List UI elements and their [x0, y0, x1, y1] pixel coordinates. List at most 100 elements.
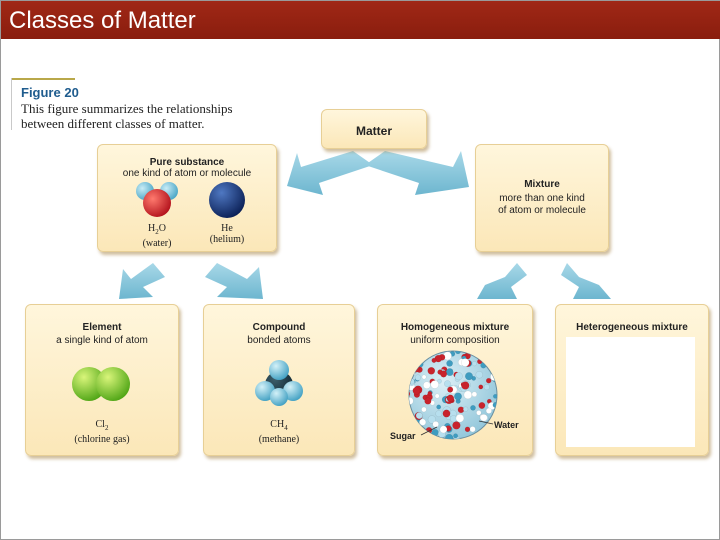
- solution-particle: [430, 380, 439, 389]
- solution-particle: [483, 384, 490, 391]
- solution-particle: [409, 369, 411, 375]
- solution-particle: [427, 415, 437, 424]
- solution-particle: [435, 410, 443, 418]
- solution-particle: [491, 351, 497, 353]
- solution-particle: [455, 413, 465, 423]
- solution-particles-icon: [408, 350, 498, 440]
- figure-divider: [11, 78, 12, 130]
- solution-particle: [465, 351, 470, 352]
- heterogeneous-blank-area: [566, 337, 695, 447]
- homogeneous-title: Homogeneous mixture: [400, 322, 510, 333]
- solution-particle: [442, 409, 451, 418]
- solution-particle: [461, 381, 470, 390]
- solution-particle: [463, 390, 473, 400]
- solution-particle: [409, 390, 411, 397]
- solution-particle: [415, 351, 424, 354]
- solution-particle: [493, 394, 497, 399]
- solution-particle: [418, 351, 427, 354]
- solution-particle: [470, 405, 476, 411]
- solution-particle: [409, 369, 416, 376]
- solution-particle: [436, 404, 442, 410]
- solution-particle: [440, 370, 448, 378]
- solution-particle: [461, 358, 470, 367]
- solution-particle: [465, 372, 474, 381]
- solution-particle: [424, 397, 432, 405]
- heterogeneous-title: Heterogeneous mixture: [576, 322, 688, 333]
- title-bar: Classes of Matter: [1, 1, 720, 39]
- solution-particle: [444, 380, 451, 388]
- solution-particle: [414, 374, 422, 381]
- helium-name: (helium): [209, 234, 245, 245]
- homogeneous-subtitle: uniform composition: [410, 335, 500, 346]
- node-mixture: Mixture more than one kind of atom or mo…: [475, 144, 609, 252]
- solution-particle: [409, 359, 413, 368]
- arrow-to-compound: [205, 263, 263, 299]
- solution-particle: [465, 351, 472, 352]
- water-molecule-icon: [136, 182, 178, 217]
- solution-particle: [462, 406, 469, 412]
- solution-particle: [432, 420, 439, 428]
- water-callout: Water: [494, 420, 519, 430]
- arrow-to-mixture: [365, 151, 469, 195]
- chlorine-name: (chlorine gas): [74, 434, 130, 445]
- helium-atom-icon: [209, 182, 245, 218]
- methane-molecule-icon: [255, 360, 303, 406]
- solution-particle: [471, 391, 478, 397]
- compound-title: Compound: [252, 322, 306, 333]
- element-subtitle: a single kind of atom: [56, 335, 148, 346]
- pure-substance-title: Pure substance: [149, 157, 225, 168]
- solution-particle: [421, 374, 427, 380]
- solution-particle: [480, 362, 487, 369]
- helium-label: He (helium): [209, 223, 245, 245]
- figure-caption: This figure summarizes the relationships…: [21, 101, 233, 131]
- node-matter: Matter: [321, 109, 427, 149]
- solution-particle: [492, 352, 497, 361]
- compound-subtitle: bonded atoms: [247, 335, 311, 346]
- node-pure-substance: Pure substance one kind of atom or molec…: [97, 144, 277, 252]
- solution-particle: [431, 357, 437, 363]
- solution-particle: [427, 366, 436, 375]
- slide-title: Classes of Matter: [9, 7, 196, 34]
- solution-particle: [439, 425, 448, 434]
- solution-particle: [411, 361, 416, 367]
- solution-particle: [445, 368, 454, 376]
- solution-particle: [494, 351, 497, 352]
- solution-particle: [480, 413, 488, 422]
- water-label: H2O (water): [142, 223, 172, 249]
- solution-particle: [446, 360, 453, 367]
- solution-particle: [475, 371, 484, 379]
- solution-particle: [453, 433, 458, 439]
- solution-particle: [447, 386, 454, 393]
- solution-particle: [419, 418, 427, 426]
- solution-particle: [411, 359, 417, 365]
- solution-particle: [437, 378, 442, 384]
- solution-particle: [446, 394, 455, 402]
- callout-lines: [420, 420, 494, 436]
- solution-particle: [478, 402, 486, 409]
- chlorine-label: Cl2 (chlorine gas): [74, 419, 130, 445]
- node-matter-title: Matter: [355, 124, 392, 138]
- mixture-subtitle-line2: of atom or molecule: [498, 205, 586, 216]
- water-name: (water): [142, 238, 172, 249]
- solution-particle: [434, 393, 440, 399]
- solution-particle: [445, 433, 454, 439]
- mixture-subtitle-line1: more than one kind: [499, 193, 585, 204]
- solution-particle: [415, 412, 423, 420]
- methane-name: (methane): [258, 434, 300, 445]
- sugar-callout: Sugar: [390, 431, 416, 441]
- arrow-to-heterogeneous: [561, 263, 611, 299]
- solution-particle: [412, 386, 421, 395]
- solution-particle: [454, 392, 462, 401]
- solution-particle: [452, 421, 461, 430]
- solution-particle: [423, 381, 431, 389]
- solution-particle: [464, 426, 471, 433]
- pure-substance-subtitle: one kind of atom or molecule: [122, 168, 252, 179]
- solution-particle: [409, 397, 414, 405]
- solution-particle: [418, 351, 428, 358]
- solution-particle: [469, 351, 475, 353]
- solution-particle: [454, 372, 463, 381]
- figure-label: Figure 20: [21, 85, 79, 100]
- solution-particle: [485, 378, 492, 384]
